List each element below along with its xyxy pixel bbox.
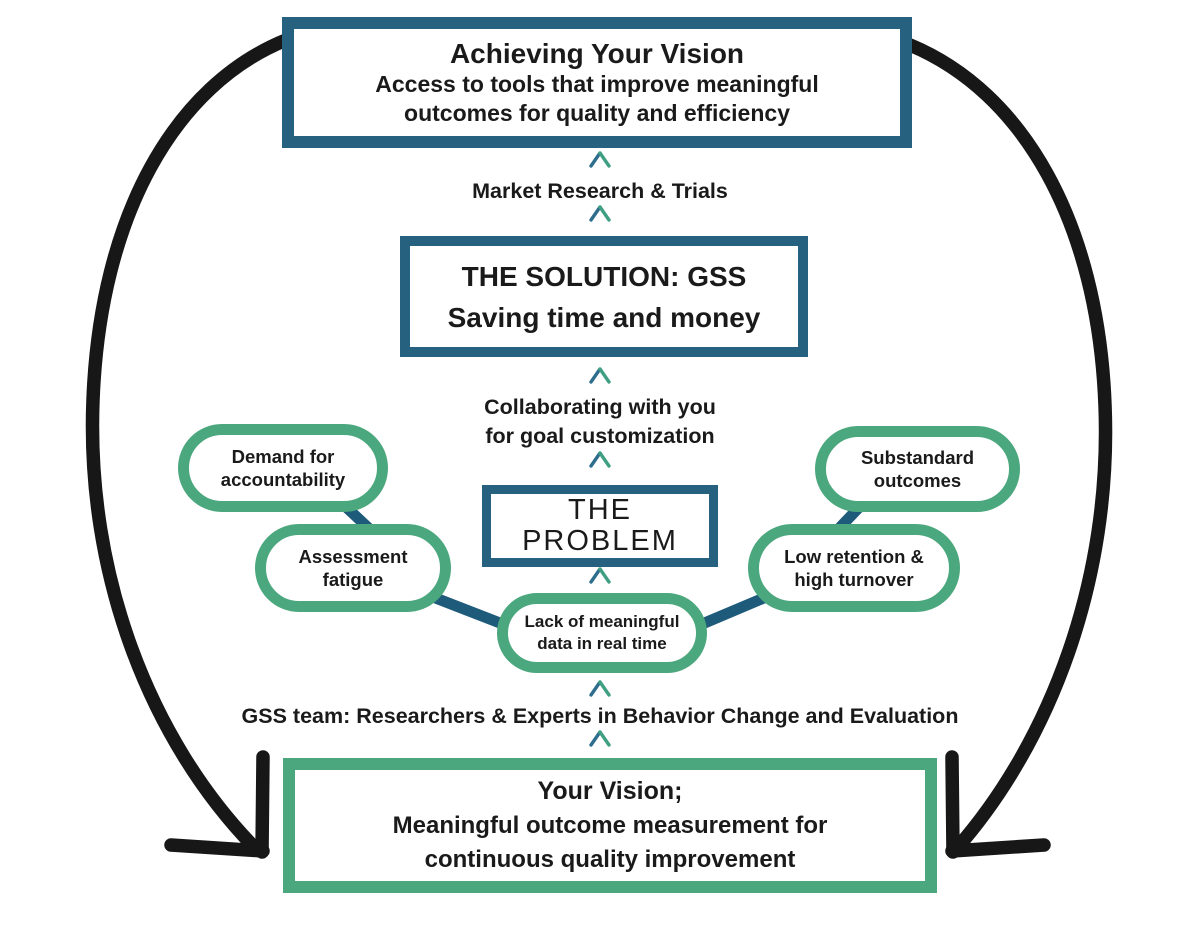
market-research-label: Market Research & Trials bbox=[472, 179, 728, 203]
bubble-low-retention-high-turnover: Low retention & high turnover bbox=[748, 524, 960, 612]
your-vision-box: Your Vision; Meaningful outcome measurem… bbox=[283, 758, 937, 893]
problem-box: THE PROBLEM bbox=[482, 485, 718, 567]
up-chevron-icon bbox=[587, 729, 613, 747]
problem-line2: PROBLEM bbox=[522, 525, 678, 557]
your-vision-line2: Meaningful outcome measurement for bbox=[392, 812, 828, 839]
problem-line1: THE bbox=[568, 494, 632, 526]
up-chevron-icon bbox=[587, 366, 613, 384]
bubble-text: outcomes bbox=[873, 470, 962, 491]
achieving-vision-box: Achieving Your Vision Access to tools th… bbox=[282, 17, 912, 148]
solution-subtitle: Saving time and money bbox=[447, 301, 761, 333]
bubble-text: accountability bbox=[220, 469, 346, 490]
bubble-text: Demand for bbox=[231, 446, 335, 467]
bubble-text: data in real time bbox=[537, 634, 667, 653]
bubble-text: high turnover bbox=[794, 569, 914, 590]
collaboration-line1: Collaborating with you bbox=[484, 395, 716, 419]
bubble-demand-for-accountability: Demand for accountability bbox=[178, 424, 388, 512]
your-vision-line1: Your Vision; bbox=[537, 777, 683, 805]
up-chevron-icon bbox=[587, 450, 613, 468]
bubble-substandard-outcomes: Substandard outcomes bbox=[815, 426, 1020, 512]
gss-team-label: GSS team: Researchers & Experts in Behav… bbox=[241, 704, 959, 728]
achieving-vision-title: Achieving Your Vision bbox=[449, 38, 745, 69]
up-chevron-icon bbox=[587, 679, 613, 697]
your-vision-line3: continuous quality improvement bbox=[424, 846, 796, 873]
up-chevron-icon bbox=[587, 150, 613, 168]
bubble-text: fatigue bbox=[322, 569, 384, 590]
collaboration-line2: for goal customization bbox=[485, 424, 715, 448]
up-chevron-icon bbox=[587, 204, 613, 222]
achieving-vision-line2: outcomes for quality and efficiency bbox=[404, 100, 790, 126]
solution-title: THE SOLUTION: GSS bbox=[461, 260, 747, 292]
collaboration-label: Collaborating with you for goal customiz… bbox=[0, 393, 1200, 451]
bubble-text: Lack of meaningful bbox=[524, 612, 680, 631]
bubble-text: Low retention & bbox=[784, 546, 924, 567]
solution-box: THE SOLUTION: GSS Saving time and money bbox=[400, 236, 808, 357]
bubble-lack-of-meaningful-data: Lack of meaningful data in real time bbox=[497, 593, 707, 673]
up-chevron-icon bbox=[587, 566, 613, 584]
bubble-assessment-fatigue: Assessment fatigue bbox=[255, 524, 451, 612]
achieving-vision-line1: Access to tools that improve meaningful bbox=[375, 71, 819, 97]
bubble-text: Assessment bbox=[298, 546, 408, 567]
bubble-text: Substandard bbox=[860, 447, 975, 468]
